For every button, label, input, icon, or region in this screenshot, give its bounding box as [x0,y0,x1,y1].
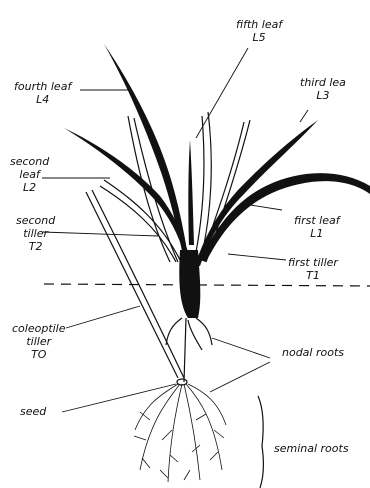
leader-seed [62,384,176,412]
label-second-leaf-line1: second [10,155,49,168]
soil-surface-line [44,284,370,286]
label-fourth-leaf-name: fourth leaf [14,80,71,93]
leader-coleoptile-tiller [66,306,140,328]
label-nodal-roots-text: nodal roots [282,346,344,359]
seminal-roots [134,384,226,482]
leaf-l5 [188,140,194,245]
label-fifth-leaf-name: fifth leaf [236,18,282,31]
label-first-leaf-name: first leaf [294,214,340,227]
nodal-root-2 [196,318,212,345]
label-seed: seed [20,405,46,418]
label-third-leaf-name: third lea [300,76,346,89]
leader-nodal-roots-2 [210,362,270,392]
label-second-tiller-line1: second [16,214,55,227]
label-seed-text: seed [20,405,46,418]
label-third-leaf-code: L3 [300,89,346,102]
label-first-tiller-code: T1 [288,269,338,282]
label-seminal-roots-text: seminal roots [274,442,349,455]
leader-second-tiller [42,232,158,236]
label-seminal-roots: seminal roots [274,442,349,455]
seminal-roots-brace [258,396,263,488]
label-first-tiller-name: first tiller [288,256,338,269]
leader-fifth-leaf [196,48,248,138]
leader-first-tiller [228,254,286,260]
label-nodal-roots: nodal roots [282,346,344,359]
leader-nodal-roots-1 [212,338,270,358]
label-fourth-leaf: fourth leaf L4 [14,80,71,106]
label-fifth-leaf-code: L5 [236,31,282,44]
label-second-tiller-code: T2 [16,240,55,253]
label-coleoptile-tiller-line1: coleoptile [12,322,66,335]
label-third-leaf: third lea L3 [300,76,346,102]
nodal-root-1 [166,318,182,345]
leaf-l4 [104,44,190,270]
nodal-root-3 [188,320,202,350]
label-coleoptile-tiller: coleoptile tiller TO [12,322,66,361]
label-second-leaf-code: L2 [10,181,49,194]
label-second-tiller-line2: tiller [16,227,55,240]
leaf-outline-4 [194,116,204,262]
label-first-tiller: first tiller T1 [288,256,338,282]
label-second-tiller: second tiller T2 [16,214,55,253]
leader-first-leaf [244,204,282,210]
label-first-leaf-code: L1 [294,227,340,240]
label-coleoptile-tiller-code: TO [12,348,66,361]
label-second-leaf: second leaf L2 [10,155,49,194]
label-coleoptile-tiller-line2: tiller [12,335,66,348]
subcrown-internode [184,318,186,382]
label-fifth-leaf: fifth leaf L5 [236,18,282,44]
leader-third-leaf [300,110,308,122]
label-first-leaf: first leaf L1 [294,214,340,240]
label-second-leaf-line2: leaf [10,168,49,181]
label-fourth-leaf-code: L4 [14,93,71,106]
